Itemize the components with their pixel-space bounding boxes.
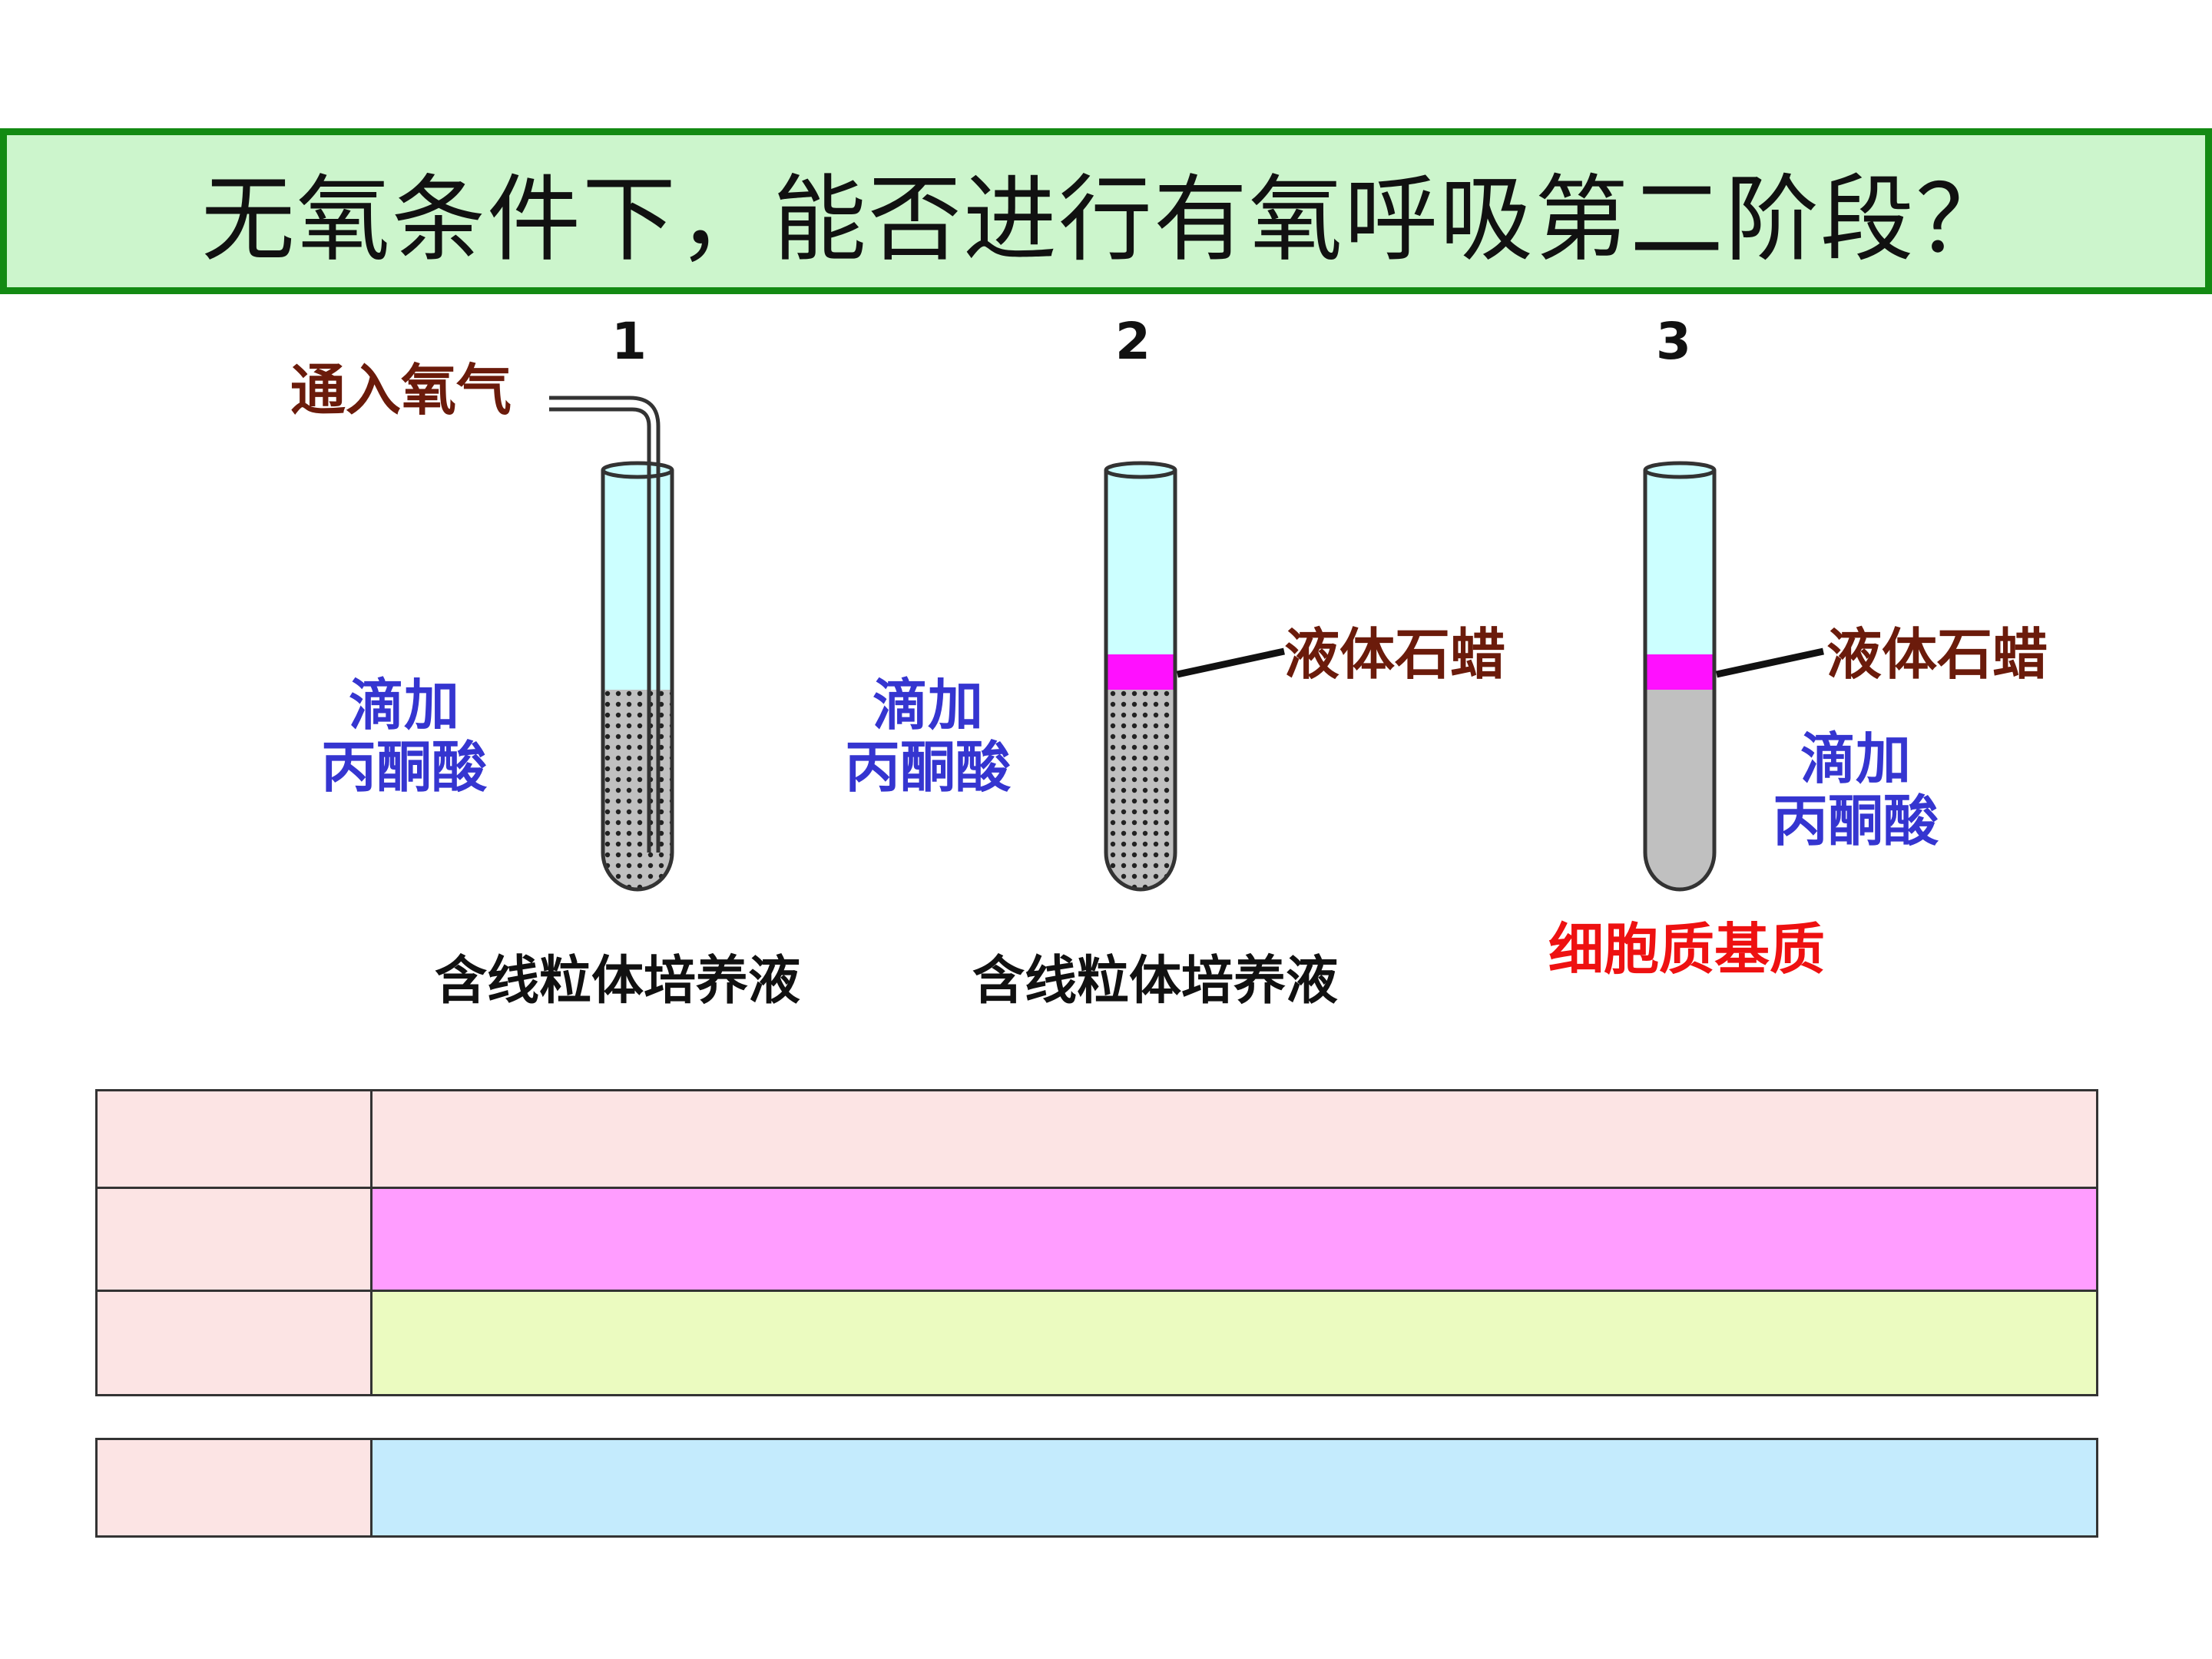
tube-3-add-line1: 滴加 (1800, 727, 1912, 791)
tube-3-wax-layer (1645, 654, 1714, 690)
tube-2-add-label: 滴加 丙酮酸 (845, 674, 1011, 798)
tube-2-mouth (1104, 461, 1177, 479)
table-row-header (98, 1292, 373, 1394)
tube-2-add-line2: 丙酮酸 (845, 734, 1012, 800)
table-row-body (373, 1292, 2096, 1394)
tube-3-wax-label: 液体石蜡 (1826, 622, 2048, 687)
tube-3-mouth (1643, 461, 1717, 479)
tube-3-number: 3 (1656, 312, 1691, 371)
table-row (98, 1290, 2096, 1394)
tube-1-add-label: 滴加 丙酮酸 (321, 674, 487, 798)
tube-2-solution-label: 含线粒体培养液 (972, 951, 1339, 1012)
tube-1-add-line2: 丙酮酸 (321, 734, 488, 800)
tube-3-wax-pointer (1716, 647, 1824, 678)
table-row-header (98, 1091, 373, 1187)
test-tube-2 (1104, 461, 1285, 892)
tube-1-number: 1 (611, 312, 647, 371)
tube-2-wax-layer (1106, 654, 1175, 690)
tube-1-liquid (603, 690, 672, 889)
tube-3-liquid (1645, 690, 1714, 889)
tube-1-solution-label: 含线粒体培养液 (435, 951, 801, 1012)
tube-1-air (603, 470, 672, 690)
table-row-body (373, 1091, 2096, 1187)
table-row (98, 1187, 2096, 1290)
test-tube-1 (549, 396, 674, 892)
table-row-body (373, 1440, 2096, 1535)
tube-3-air (1645, 470, 1714, 654)
table-row (98, 1091, 2096, 1187)
table-row-header (98, 1189, 373, 1290)
tube-1-add-line1: 滴加 (349, 673, 460, 737)
results-table (95, 1089, 2098, 1396)
tube-1-outline (601, 470, 674, 892)
table-row (98, 1440, 2096, 1535)
tube-2-air (1106, 470, 1175, 654)
tube-3-outline (1643, 470, 1717, 892)
title-banner: 无氧条件下，能否进行有氧呼吸第二阶段？ (0, 128, 2212, 294)
tube-3-add-label: 滴加 丙酮酸 (1773, 728, 1939, 852)
tube-2-number: 2 (1115, 312, 1151, 371)
tube-2-liquid (1106, 690, 1175, 889)
tube-2-wax-pointer (1177, 647, 1285, 678)
tube-1-mouth (601, 461, 674, 479)
conclusion-table (95, 1438, 2098, 1538)
oxygen-pipe (549, 396, 661, 853)
test-tube-3 (1643, 461, 1824, 892)
tube-3-solution-label: 细胞质基质 (1548, 917, 1826, 982)
tube-2-wax-label: 液体石蜡 (1284, 622, 1506, 687)
tube-3-add-line2: 丙酮酸 (1773, 788, 1939, 853)
page-title: 无氧条件下，能否进行有氧呼吸第二阶段？ (201, 164, 2011, 274)
tube-2-outline (1104, 470, 1177, 892)
tube-2-add-line1: 滴加 (873, 673, 984, 737)
table-row-body (373, 1189, 2096, 1290)
table-row-header (98, 1440, 373, 1535)
oxygen-inlet-label: 通入氧气 (290, 358, 512, 422)
